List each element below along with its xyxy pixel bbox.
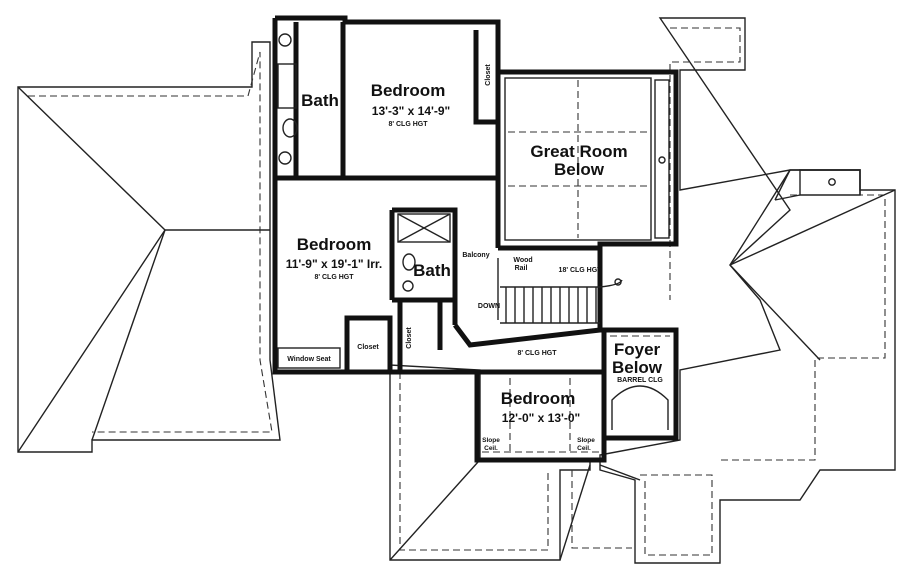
stair-ceiling-label: 18' CLG HGT <box>559 267 603 274</box>
closet-top-name: Closet <box>485 64 492 86</box>
bath-top-name: Bath <box>301 91 339 110</box>
bath-mid-name: Bath <box>413 261 451 280</box>
window-seat <box>277 347 341 369</box>
roof-outline-bottom <box>389 364 632 561</box>
wood-rail-line1: Wood <box>513 257 532 264</box>
closet-mid-label: Closet <box>406 327 413 349</box>
slope-left-line2: Ceil. <box>484 445 498 452</box>
roof-vent-icon <box>774 169 861 201</box>
slope-right-line1: Slope <box>577 437 595 444</box>
bedroom-top-ceiling: 8' CLG HGT <box>389 121 429 128</box>
roof-outline-left <box>17 41 281 453</box>
bedroom-bottom-slope <box>482 378 600 455</box>
hall-ceiling-label: 8' CLG HGT <box>518 350 558 357</box>
great-room-line2: Below <box>554 160 605 179</box>
foyer-note: BARREL CLG <box>617 377 663 384</box>
bath-fixtures-top <box>277 33 298 165</box>
window-seat-label: Window Seat <box>287 356 331 363</box>
closet-left-label: Closet <box>357 344 379 351</box>
stair <box>497 258 623 324</box>
interior-walls <box>275 22 607 440</box>
slope-left-line1: Slope <box>482 437 500 444</box>
bedroom-top-name: Bedroom <box>371 81 446 100</box>
wood-rail-line2: Rail <box>515 265 528 272</box>
bath-fixtures-mid <box>397 213 451 292</box>
bedroom-left-name: Bedroom <box>297 235 372 254</box>
great-room-open-below <box>504 77 670 241</box>
roof-outline-right <box>599 17 896 564</box>
bedroom-left-ceiling: 8' CLG HGT <box>315 274 355 281</box>
slope-right-line2: Ceil. <box>577 445 591 452</box>
great-room-line1: Great Room <box>530 142 627 161</box>
balcony-label: Balcony <box>462 252 489 259</box>
bedroom-bottom-size: 12'-0" x 13'-0" <box>502 411 580 425</box>
foyer-line1: Foyer <box>614 340 661 359</box>
bedroom-top-size: 13'-3" x 14'-9" <box>372 104 450 118</box>
bedroom-left-size: 11'-9" x 19'-1" Irr. <box>286 257 382 271</box>
foyer-barrel <box>610 335 670 430</box>
foyer-line2: Below <box>612 358 663 377</box>
down-label: DOWN <box>478 303 500 310</box>
bedroom-bottom-name: Bedroom <box>501 389 576 408</box>
